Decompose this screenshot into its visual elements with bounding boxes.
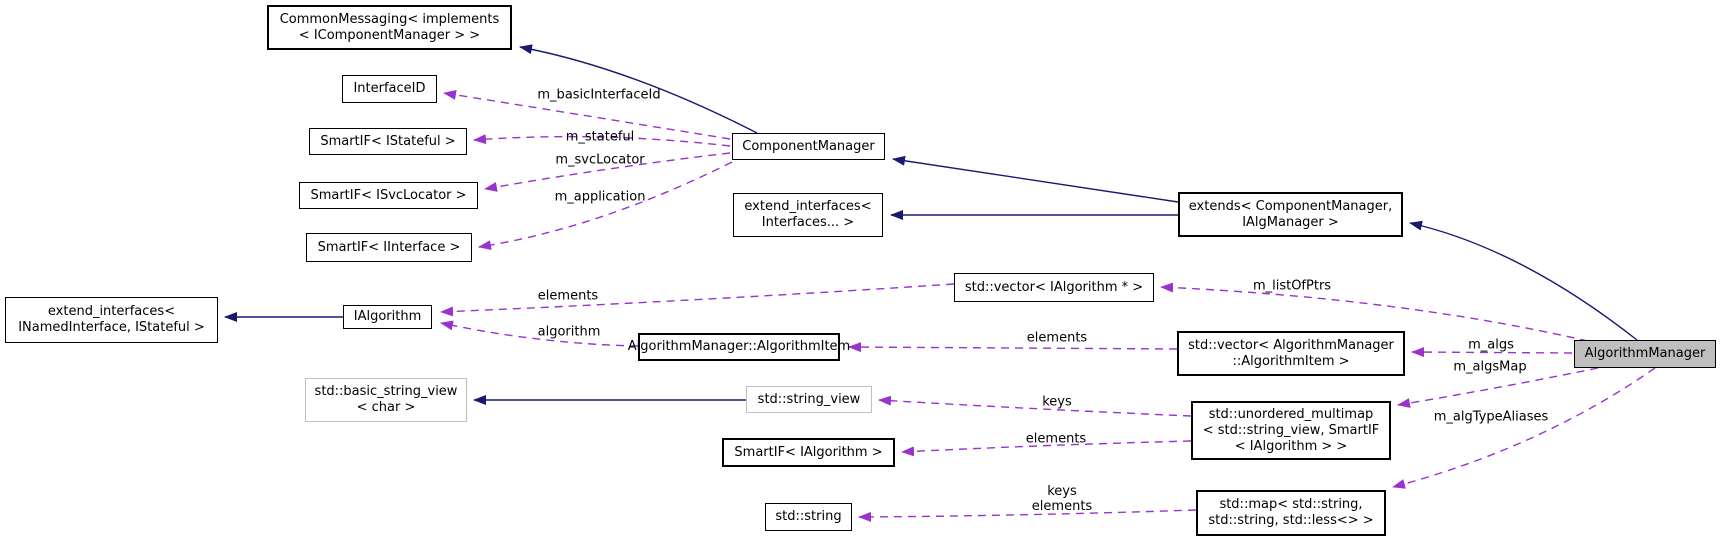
class-node-algorithmmanager-algorithmitem[interactable]: AlgorithmManager::AlgorithmItem [628, 333, 850, 361]
usage-elements-multimap-to-smartif [901, 440, 1192, 457]
class-node-componentmanager[interactable]: ComponentManager [732, 133, 885, 160]
edge-label-m-listofptrs: m_listOfPtrs [1252, 278, 1332, 294]
edge-label-keys-mid: keys [1042, 394, 1072, 410]
class-node-label: extend_interfaces< Interfaces... > [744, 199, 872, 230]
class-node-extend-interfaces-variadic[interactable]: extend_interfaces< Interfaces... > [733, 193, 883, 237]
inheritance-extends-to-componentmanager [892, 155, 1179, 203]
class-node-label: extends< ComponentManager, IAlgManager > [1188, 198, 1393, 230]
usage-m-basicinterfaceid [443, 89, 731, 140]
class-node-label: std::map< std::string, std::string, std:… [1208, 497, 1374, 528]
class-node-label: std::vector< IAlgorithm * > [964, 279, 1144, 295]
usage-m-algsmap [1397, 367, 1599, 408]
edge-label-m-svclocator: m_svcLocator [555, 152, 645, 168]
class-node-label: SmartIF< ISvcLocator > [310, 187, 467, 203]
class-node-label: ComponentManager [742, 138, 875, 154]
class-node-basic-string-view: std::basic_string_view < char > [305, 378, 467, 422]
class-node-label: AlgorithmManager::AlgorithmItem [627, 339, 851, 354]
edge-label-m-application: m_application [554, 189, 646, 205]
edge-label-m-algsmap: m_algsMap [1453, 359, 1527, 375]
class-node-label: AlgorithmManager [1584, 346, 1706, 361]
edge-label-m-stateful: m_stateful [565, 129, 635, 145]
class-node-label: std::basic_string_view < char > [314, 384, 458, 415]
edge-label-elements-top: elements [537, 288, 599, 304]
class-node-label: SmartIF< IStateful > [320, 133, 456, 149]
class-node-label: IAlgorithm [353, 309, 422, 324]
edge-label-m-algs: m_algs [1468, 337, 1514, 353]
class-node-extends-componentmanager-ialgmanager[interactable]: extends< ComponentManager, IAlgManager > [1178, 192, 1403, 237]
usage-m-algtypealiases [1392, 367, 1656, 489]
class-node-label: extend_interfaces< INamedInterface, ISta… [18, 304, 205, 335]
usage-m-svclocator [484, 152, 731, 192]
class-node-extend-interfaces-inamedinterface[interactable]: extend_interfaces< INamedInterface, ISta… [5, 297, 218, 343]
edge-label-algorithm: algorithm [537, 324, 601, 340]
inheritance-componentmanager-to-commonmessaging [519, 44, 758, 134]
class-node-string-view: std::string_view [746, 386, 872, 413]
usage-keys-multimap-to-stringview [878, 395, 1192, 417]
class-node-vector-algorithmitem[interactable]: std::vector< AlgorithmManager ::Algorith… [1177, 331, 1405, 376]
class-node-commonmessaging[interactable]: CommonMessaging< implements < IComponent… [267, 5, 512, 50]
class-node-smartif-ialgorithm[interactable]: SmartIF< IAlgorithm > [722, 438, 895, 467]
class-node-interfaceid[interactable]: InterfaceID [342, 75, 437, 103]
usage-m-listofptrs [1160, 282, 1589, 342]
usage-keys-elements-map-to-string [858, 509, 1197, 522]
class-node-unordered-multimap[interactable]: std::unordered_multimap < std::string_vi… [1191, 401, 1391, 460]
inheritance-algorithmmanager-to-extends [1409, 220, 1638, 341]
class-node-ialgorithm[interactable]: IAlgorithm [343, 305, 432, 329]
usage-algorithm-item-to-ialgorithm [440, 320, 639, 347]
class-node-algorithmmanager-current: AlgorithmManager [1574, 340, 1716, 368]
edge-label-elements-low: elements [1025, 431, 1087, 447]
class-node-vector-ialgorithm-ptr[interactable]: std::vector< IAlgorithm * > [954, 273, 1154, 302]
usage-elements-vector-to-item [848, 342, 1178, 353]
class-node-label: CommonMessaging< implements < IComponent… [279, 11, 500, 43]
usage-m-algs [1411, 347, 1573, 358]
class-node-smartif-iinterface[interactable]: SmartIF< IInterface > [306, 233, 472, 262]
edge-label-m-algtypealiases: m_algTypeAliases [1433, 409, 1549, 425]
class-node-label: std::string_view [757, 391, 861, 407]
class-node-label: SmartIF< IAlgorithm > [734, 444, 883, 460]
class-node-label: std::string [775, 509, 842, 524]
class-node-smartif-isvclocator[interactable]: SmartIF< ISvcLocator > [299, 182, 478, 209]
usage-elements-vector-to-ialgorithm [440, 283, 955, 317]
class-node-label: InterfaceID [353, 81, 426, 96]
class-node-label: SmartIF< IInterface > [317, 239, 461, 255]
class-node-std-string[interactable]: std::string [765, 503, 852, 531]
edge-label-keys-elements-bottom: keys elements [1031, 484, 1093, 514]
usage-m-stateful [473, 134, 731, 147]
edge-label-m-basicinterfaceid: m_basicInterfaceId [537, 87, 661, 103]
edge-label-elements-mid: elements [1026, 330, 1088, 346]
class-node-std-map[interactable]: std::map< std::string, std::string, std:… [1196, 490, 1386, 536]
class-node-label: std::unordered_multimap < std::string_vi… [1202, 406, 1380, 454]
usage-m-application [478, 161, 733, 251]
class-node-smartif-istateful[interactable]: SmartIF< IStateful > [309, 128, 467, 155]
class-node-label: std::vector< AlgorithmManager ::Algorith… [1188, 337, 1394, 369]
